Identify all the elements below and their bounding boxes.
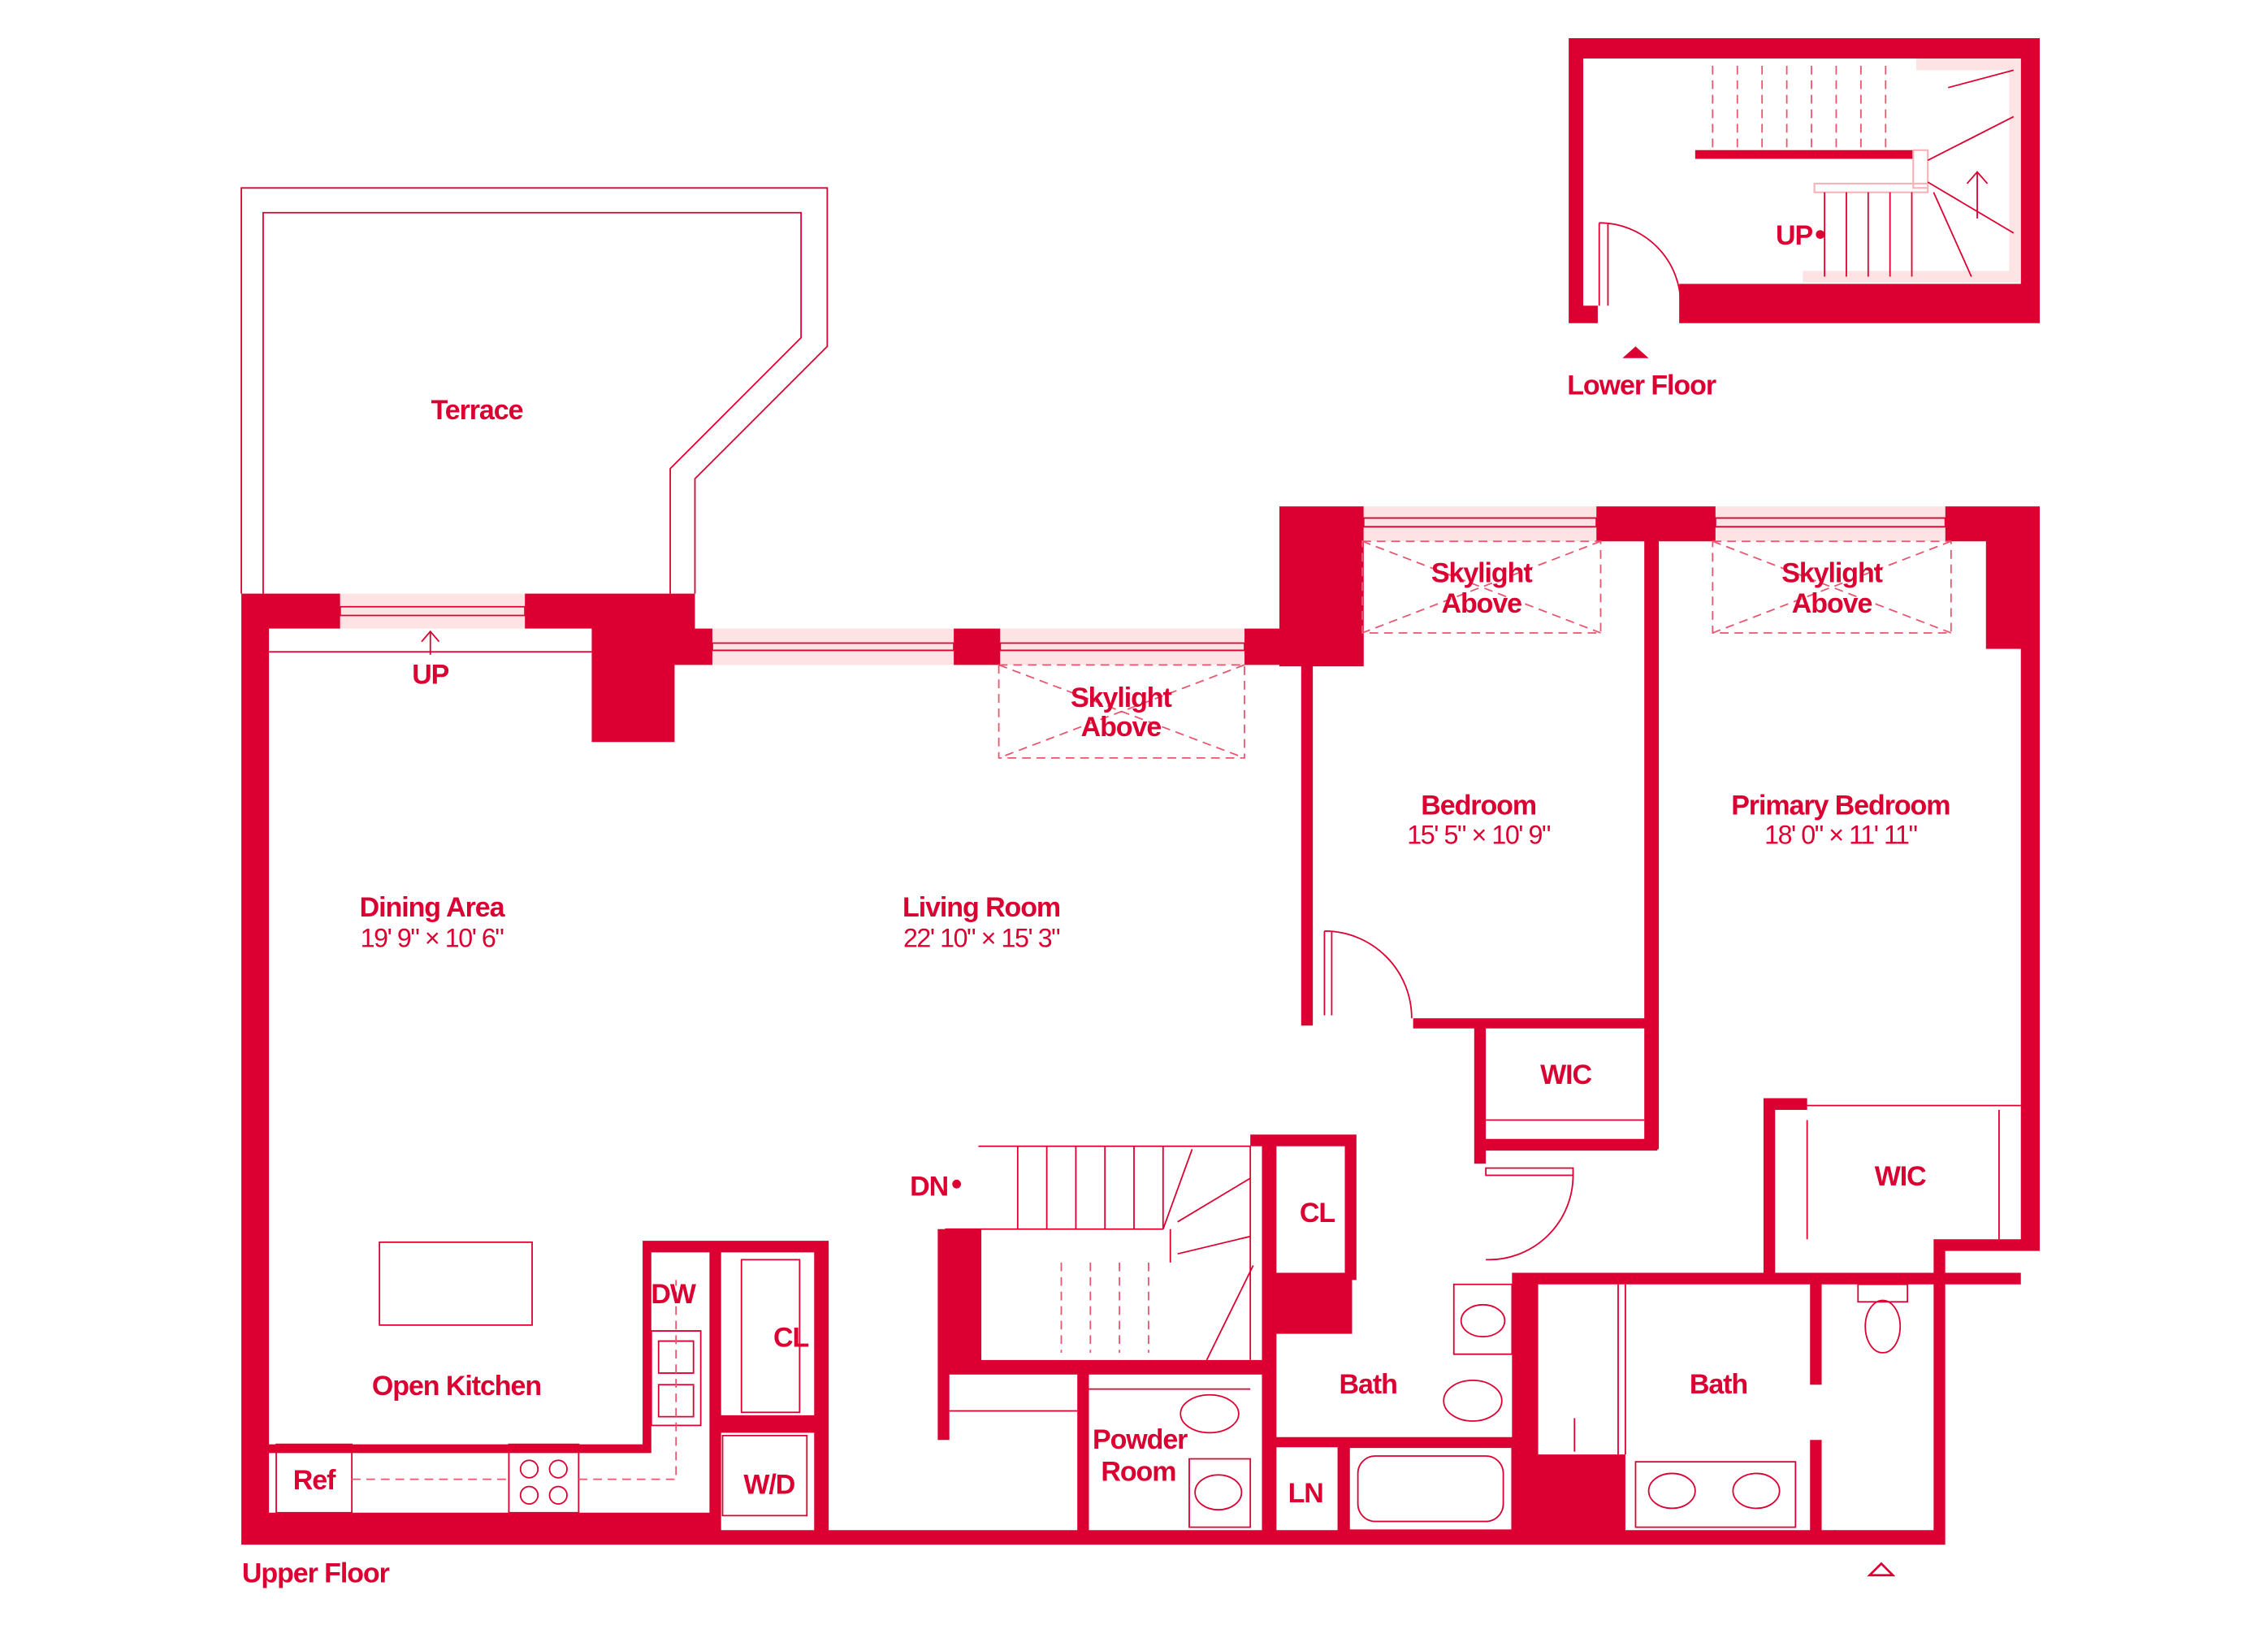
linen-label: LN	[1288, 1478, 1323, 1509]
lower-up-label: UP	[1776, 220, 1812, 251]
upper-floor-label: Upper Floor	[242, 1558, 390, 1589]
fixtures	[275, 630, 2021, 1543]
wic-label: WIC	[1540, 1060, 1591, 1090]
bedroom-label: Bedroom	[1421, 791, 1536, 821]
skylights	[998, 540, 1952, 759]
lower-floor-plan	[1569, 37, 2041, 358]
skylight-label: Above	[1081, 712, 1162, 743]
dn-label: DN	[910, 1172, 948, 1202]
counter-line	[352, 1280, 677, 1480]
washer-dryer-label: W/D	[743, 1469, 794, 1500]
bath-label: Bath	[1690, 1369, 1747, 1400]
skylight-label: Above	[1792, 588, 1872, 619]
terrace-label: Terrace	[431, 395, 523, 426]
powder-room-label: Room	[1101, 1456, 1175, 1487]
primary-bedroom-label: Primary Bedroom	[1731, 791, 1950, 821]
terrace	[240, 187, 829, 594]
up-label: UP	[412, 660, 448, 691]
windows	[269, 506, 1946, 665]
powder-room-label: Powder	[1093, 1424, 1188, 1455]
skylight-label: Above	[1441, 588, 1521, 619]
bath-label: Bath	[1340, 1369, 1397, 1400]
dining-label: Dining Area	[360, 892, 506, 923]
wic-label: WIC	[1875, 1161, 1926, 1192]
dishwasher-label: DW	[651, 1279, 696, 1310]
skylight-label: Skylight	[1431, 557, 1532, 588]
skylight-label: Skylight	[1781, 557, 1882, 588]
entry-marker-icon	[1867, 1562, 1896, 1577]
dining-dims: 19' 9" × 10' 6"	[361, 924, 504, 953]
kitchen-label: Open Kitchen	[372, 1371, 541, 1402]
closet-label: CL	[1300, 1198, 1335, 1228]
skylight-label: Skylight	[1071, 682, 1171, 713]
living-dims: 22' 10" × 15' 3"	[903, 924, 1060, 953]
bedroom-dims: 15' 5" × 10' 9"	[1407, 820, 1551, 849]
lower-floor-label: Lower Floor	[1567, 370, 1716, 401]
primary-bedroom-dims: 18' 0" × 11' 11"	[1764, 820, 1917, 849]
entry-marker-icon	[1622, 346, 1649, 358]
fridge-label: Ref	[293, 1465, 336, 1496]
closet-label: CL	[773, 1323, 808, 1354]
living-label: Living Room	[902, 892, 1060, 923]
